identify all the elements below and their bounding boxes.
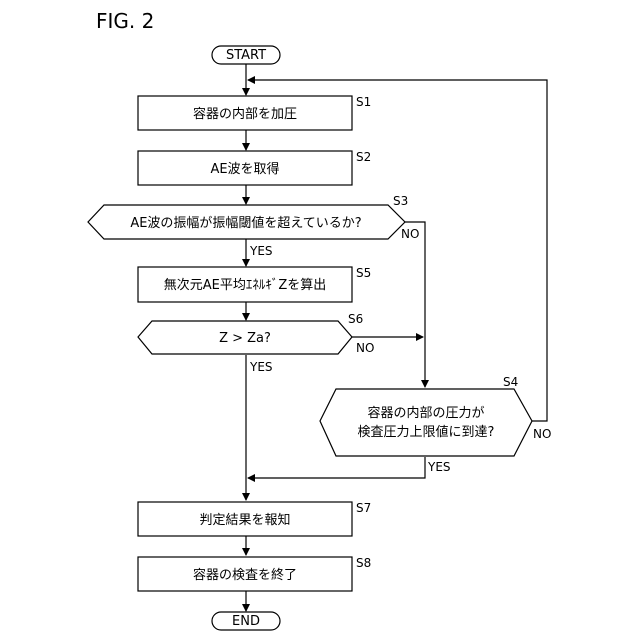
step-s2: AE波を取得 S2: [138, 150, 371, 185]
s6-no-label: NO: [356, 341, 374, 355]
step-s3-id: S3: [393, 194, 408, 208]
line-s3-no-to-s4: [405, 222, 425, 387]
s6-yes-label: YES: [249, 360, 273, 374]
step-s8: 容器の検査を終了 S8: [138, 556, 371, 591]
step-s6-id: S6: [348, 312, 363, 326]
s3-no-label: NO: [401, 227, 419, 241]
step-s4-id: S4: [503, 375, 518, 389]
step-s5-text: 無次元AE平均ｴﾈﾙｷﾞZを算出: [164, 277, 327, 293]
step-s5: 無次元AE平均ｴﾈﾙｷﾞZを算出 S5: [138, 266, 371, 302]
step-s1-id: S1: [356, 95, 371, 109]
step-s1-text: 容器の内部を加圧: [193, 106, 297, 122]
step-s2-text: AE波を取得: [210, 161, 279, 177]
step-s4-text-line1: 容器の内部の圧力が: [367, 405, 484, 421]
step-s5-id: S5: [356, 266, 371, 280]
step-s4-decision: 容器の内部の圧力が 検査圧力上限値に到達? S4 NO YES: [320, 375, 551, 474]
step-s6-text: Z > Za?: [219, 331, 271, 346]
step-s3-decision: AE波の振幅が振幅閾値を超えているか? S3 NO YES: [88, 194, 419, 258]
step-s7: 判定結果を報知 S7: [138, 501, 371, 536]
step-s1: 容器の内部を加圧 S1: [138, 95, 371, 130]
step-s8-id: S8: [356, 556, 371, 570]
start-terminal: START: [212, 46, 280, 64]
step-s4-text-line2: 検査圧力上限値に到達?: [358, 424, 495, 440]
s4-no-label: NO: [533, 427, 551, 441]
s3-yes-label: YES: [249, 244, 273, 258]
step-s2-id: S2: [356, 150, 371, 164]
end-terminal: END: [212, 612, 280, 630]
start-label: START: [226, 48, 266, 63]
line-s4-no-loop: [248, 80, 547, 421]
step-s7-text: 判定結果を報知: [199, 512, 290, 528]
s4-yes-label: YES: [427, 460, 451, 474]
step-s6-decision: Z > Za? S6 NO YES: [138, 312, 374, 374]
end-label: END: [232, 614, 260, 629]
line-s4-yes-to-main: [248, 457, 425, 478]
step-s8-text: 容器の検査を終了: [193, 567, 297, 583]
step-s7-id: S7: [356, 501, 371, 515]
step-s3-text: AE波の振幅が振幅閾値を超えているか?: [130, 215, 361, 231]
figure-label: FIG. 2: [96, 9, 154, 33]
